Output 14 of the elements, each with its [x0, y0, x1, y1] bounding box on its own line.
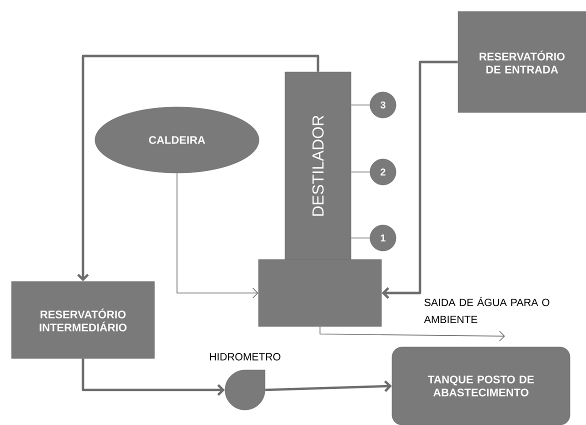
arrow: [320, 326, 505, 342]
arrow: [382, 60, 458, 299]
base-box: [258, 259, 382, 327]
tank-box: TANQUE POSTO DE ABASTECIMENTO: [392, 346, 570, 425]
outlet-text: SAIDA DE ÁGUA PARA O AMBIENTE: [424, 296, 550, 324]
tank-box: RESERVATÓRIO DE ENTRADA: [458, 11, 586, 113]
tank-box: RESERVATÓRIO INTERMEDIÁRIO: [11, 281, 155, 359]
arrow: [77, 54, 320, 282]
arrow: [265, 380, 392, 392]
meter-label: HIDROMETRO: [210, 353, 280, 360]
column-box: DESTILADOR: [284, 72, 352, 260]
arrow: [82, 358, 225, 396]
arrow: [176, 172, 258, 298]
meter-drop: [224, 370, 266, 410]
